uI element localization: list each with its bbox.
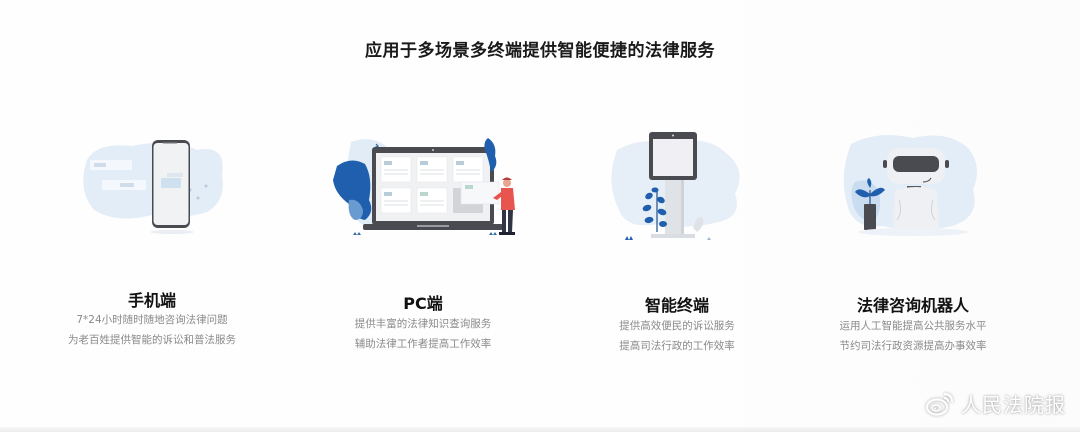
- bottom-edge: [0, 427, 1080, 432]
- watermark-text: 人民法院报: [961, 393, 1066, 417]
- mobile-phone-illustration: [83, 140, 223, 234]
- feature-desc-line-1: 7*24小时随时随地咨询法律问题: [76, 314, 228, 326]
- weibo-icon: [926, 392, 953, 415]
- feature-robot: 法律咨询机器人 运用人工智能提高公共服务水平 节约司法行政资源提高办事效率: [783, 120, 1043, 370]
- feature-desc-line-2: 为老百姓提供智能的诉讼和普法服务: [68, 334, 236, 346]
- feature-title: 智能终端: [644, 296, 709, 315]
- watermark: 人民法院报: [925, 389, 1066, 418]
- feature-desc-line-1: 提供丰富的法律知识查询服务: [354, 318, 492, 330]
- feature-desc-line-2: 节约司法行政资源提高办事效率: [839, 340, 987, 352]
- feature-mobile: 手机端 7*24小时随时随地咨询法律问题 为老百姓提供智能的诉讼和普法服务: [22, 120, 282, 370]
- kiosk-terminal-illustration: [611, 132, 740, 240]
- feature-desc-line-1: 提供高效便民的诉讼服务: [619, 320, 735, 332]
- feature-title: 法律咨询机器人: [856, 296, 969, 315]
- feature-title: 手机端: [127, 291, 176, 310]
- feature-desc-line-2: 辅助法律工作者提高工作效率: [354, 338, 492, 350]
- feature-desc-line-2: 提高司法行政的工作效率: [619, 340, 735, 352]
- feature-desc-line-1: 运用人工智能提高公共服务水平: [839, 320, 987, 332]
- laptop-illustration: [333, 138, 515, 235]
- feature-terminal: 智能终端 提供高效便民的诉讼服务 提高司法行政的工作效率: [547, 120, 807, 370]
- feature-title: PC端: [403, 294, 443, 313]
- page-headline: 应用于多场景多终端提供智能便捷的法律服务: [365, 41, 715, 61]
- robot-illustration: [843, 135, 977, 236]
- feature-pc: PC端 提供丰富的法律知识查询服务 辅助法律工作者提高工作效率: [293, 120, 553, 370]
